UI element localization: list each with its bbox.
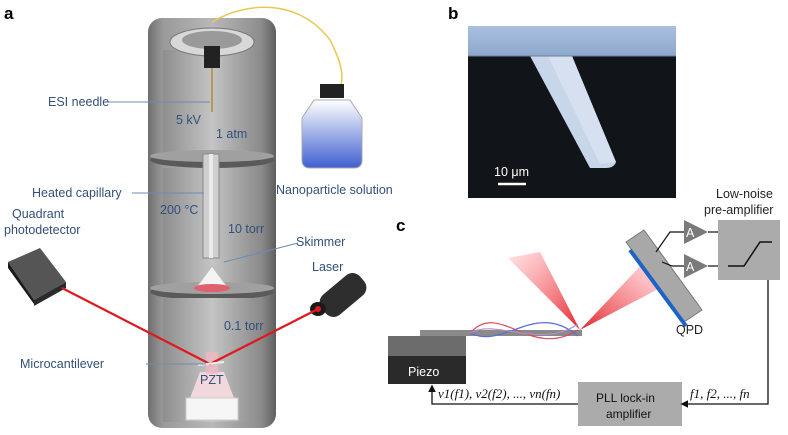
preamp-label-line2: pre-amplifier	[704, 203, 773, 217]
oscillation-waves	[469, 322, 579, 340]
piezo-label: Piezo	[408, 365, 439, 379]
pll-label-line2: amplifier	[606, 407, 651, 421]
leader-lines	[104, 101, 299, 365]
panel-label-a: a	[4, 4, 14, 23]
sem-image: 10 μm	[468, 26, 676, 198]
label-temperature: 200 °C	[160, 203, 198, 217]
incident-beam	[508, 252, 580, 330]
scale-bar-label: 10 μm	[494, 165, 529, 179]
label-quadrant-line1: Quadrant	[12, 207, 65, 221]
pll-label-line1: PLL lock-in	[596, 391, 655, 405]
label-esi-needle: ESI needle	[48, 95, 109, 109]
label-quadrant-line2: photodetector	[4, 223, 80, 237]
panel-label-c: c	[396, 216, 405, 235]
preamp-label-line1: Low-noise	[716, 187, 773, 201]
qpd-wires	[655, 231, 718, 267]
pzt	[190, 372, 234, 398]
label-01torr: 0.1 torr	[224, 319, 264, 333]
frequency-input-label: f1, f2, ..., fn	[690, 386, 750, 401]
label-laser: Laser	[312, 260, 343, 274]
cantilever-beam	[420, 330, 582, 336]
label-pzt: PZT	[200, 373, 224, 387]
label-10torr: 10 torr	[228, 222, 264, 236]
label-heated-capillary: Heated capillary	[32, 186, 122, 200]
qpd-label: QPD	[676, 323, 703, 337]
nanoparticle-vial	[301, 84, 363, 169]
amplifier-a2-label: A	[686, 260, 695, 274]
pll-lockin-amplifier: PLL lock-in amplifier	[578, 382, 682, 426]
panel-label-b: b	[448, 4, 458, 23]
preamplifier-box	[718, 220, 780, 280]
label-skimmer: Skimmer	[296, 235, 345, 249]
amplifier-a1-label: A	[686, 226, 695, 240]
frequency-output-label: v1(f1), v2(f2), ..., vn(fn)	[438, 386, 560, 401]
label-microcantilever: Microcantilever	[20, 357, 104, 371]
label-nanoparticle-solution: Nanoparticle solution	[276, 183, 393, 197]
label-voltage: 5 kV	[176, 113, 202, 127]
qpd	[625, 229, 703, 328]
tubing	[211, 6, 343, 89]
label-1atm: 1 atm	[216, 127, 247, 141]
reflected-beam	[580, 262, 664, 330]
amplifier-a2: A	[684, 254, 708, 278]
signal-paths	[428, 280, 769, 408]
quadrant-photodetector	[8, 248, 66, 306]
laser-device	[310, 273, 367, 317]
amplifier-a1: A	[684, 220, 708, 244]
piezo-block: Piezo	[388, 336, 466, 384]
